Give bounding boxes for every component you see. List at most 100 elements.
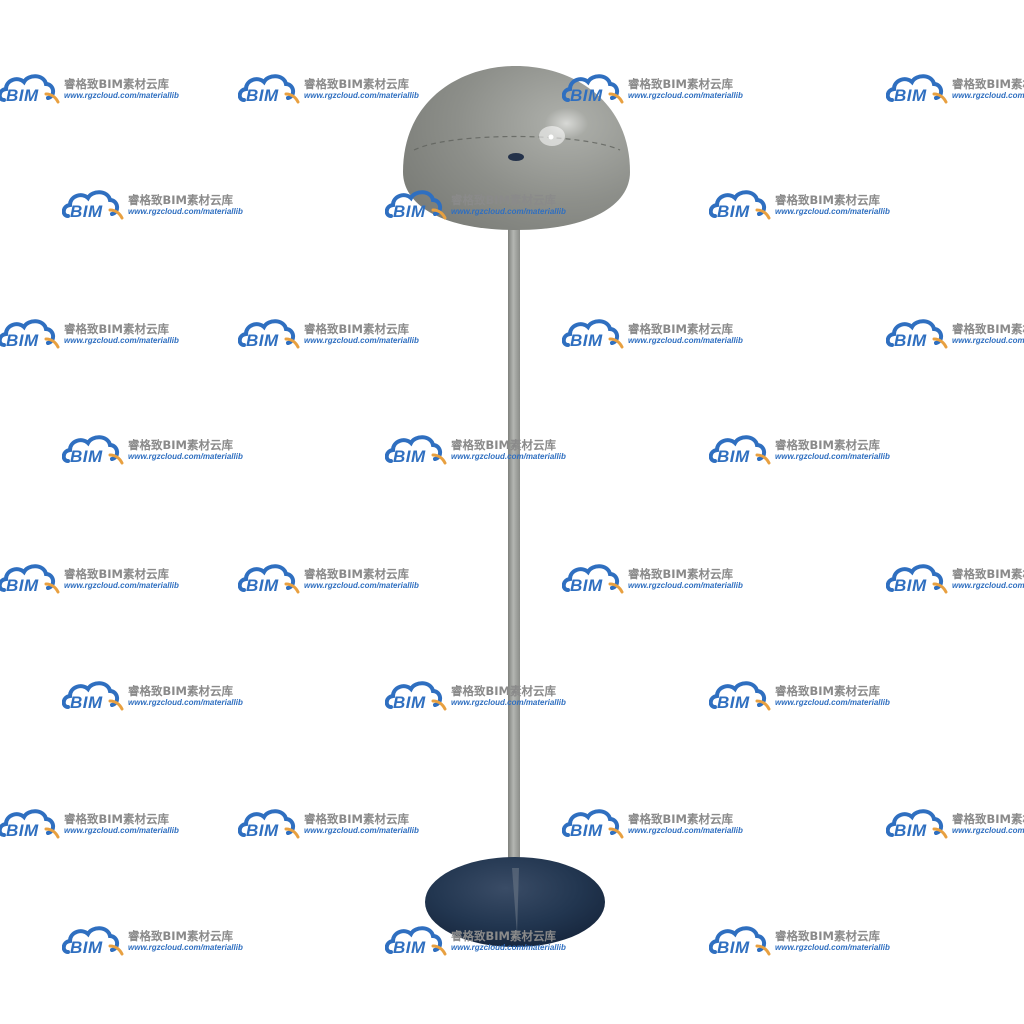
watermark: BIM 睿格致BIM素材云库 www.rgzcloud.com/material… xyxy=(562,70,752,110)
watermark: BIM 睿格致BIM素材云库 www.rgzcloud.com/material… xyxy=(62,186,252,226)
watermark-url: www.rgzcloud.com/materiallib xyxy=(952,581,1024,590)
watermark: BIM 睿格致BIM素材云库 www.rgzcloud.com/material… xyxy=(886,70,1024,110)
watermark-logo-text: BIM xyxy=(570,821,603,840)
cloud-logo-icon xyxy=(0,809,60,839)
watermark: BIM 睿格致BIM素材云库 www.rgzcloud.com/material… xyxy=(562,315,752,355)
watermark-logo-text: BIM xyxy=(6,86,39,105)
watermark: BIM 睿格致BIM素材云库 www.rgzcloud.com/material… xyxy=(709,922,899,962)
watermark-brand: 睿格致BIM素材云库 xyxy=(451,438,556,452)
cloud-logo-icon xyxy=(562,564,624,594)
watermark-brand: 睿格致BIM素材云库 xyxy=(64,77,169,91)
watermark-brand: 睿格致BIM素材云库 xyxy=(628,322,733,336)
watermark: BIM 睿格致BIM素材云库 www.rgzcloud.com/material… xyxy=(0,805,188,845)
watermark: BIM 睿格致BIM素材云库 www.rgzcloud.com/material… xyxy=(562,805,752,845)
lamp-pole xyxy=(508,160,520,872)
watermark-url: www.rgzcloud.com/materiallib xyxy=(304,91,419,100)
cloud-logo-icon xyxy=(238,74,300,104)
watermark-brand: 睿格致BIM素材云库 xyxy=(775,193,880,207)
watermark-brand: 睿格致BIM素材云库 xyxy=(952,77,1024,91)
watermark-logo-text: BIM xyxy=(246,821,279,840)
watermark-url: www.rgzcloud.com/materiallib xyxy=(304,826,419,835)
watermark: BIM 睿格致BIM素材云库 www.rgzcloud.com/material… xyxy=(238,70,428,110)
watermark: BIM 睿格致BIM素材云库 www.rgzcloud.com/material… xyxy=(709,186,899,226)
watermark: BIM 睿格致BIM素材云库 www.rgzcloud.com/material… xyxy=(886,805,1024,845)
watermark: BIM 睿格致BIM素材云库 www.rgzcloud.com/material… xyxy=(238,315,428,355)
cloud-logo-icon xyxy=(709,435,771,465)
watermark-url: www.rgzcloud.com/materiallib xyxy=(451,698,566,707)
watermark-url: www.rgzcloud.com/materiallib xyxy=(64,91,179,100)
cloud-logo-icon xyxy=(385,435,447,465)
watermark: BIM 睿格致BIM素材云库 www.rgzcloud.com/material… xyxy=(385,922,575,962)
watermark: BIM 睿格致BIM素材云库 www.rgzcloud.com/material… xyxy=(0,70,188,110)
watermark-url: www.rgzcloud.com/materiallib xyxy=(775,452,890,461)
cloud-logo-icon xyxy=(562,74,624,104)
watermark-brand: 睿格致BIM素材云库 xyxy=(304,322,409,336)
watermark-logo-text: BIM xyxy=(6,331,39,350)
watermark-logo-text: BIM xyxy=(6,821,39,840)
cloud-logo-icon xyxy=(0,319,60,349)
cloud-logo-icon xyxy=(238,564,300,594)
watermark-brand: 睿格致BIM素材云库 xyxy=(775,684,880,698)
watermark-url: www.rgzcloud.com/materiallib xyxy=(952,336,1024,345)
watermark-url: www.rgzcloud.com/materiallib xyxy=(775,943,890,952)
cloud-logo-icon xyxy=(562,809,624,839)
watermark-logo-text: BIM xyxy=(70,202,103,221)
cloud-logo-icon xyxy=(0,74,60,104)
watermark-logo-text: BIM xyxy=(570,331,603,350)
watermark-brand: 睿格致BIM素材云库 xyxy=(451,193,556,207)
watermark-logo-text: BIM xyxy=(717,447,750,466)
cloud-logo-icon xyxy=(886,319,948,349)
watermark-logo-text: BIM xyxy=(393,447,426,466)
watermark-url: www.rgzcloud.com/materiallib xyxy=(451,943,566,952)
watermark: BIM 睿格致BIM素材云库 www.rgzcloud.com/material… xyxy=(562,560,752,600)
watermark-brand: 睿格致BIM素材云库 xyxy=(952,812,1024,826)
watermark-brand: 睿格致BIM素材云库 xyxy=(304,812,409,826)
cloud-logo-icon xyxy=(238,809,300,839)
watermark-url: www.rgzcloud.com/materiallib xyxy=(628,581,743,590)
watermark-brand: 睿格致BIM素材云库 xyxy=(128,438,233,452)
watermark-url: www.rgzcloud.com/materiallib xyxy=(451,452,566,461)
watermark-logo-text: BIM xyxy=(6,576,39,595)
watermark: BIM 睿格致BIM素材云库 www.rgzcloud.com/material… xyxy=(709,677,899,717)
watermark-url: www.rgzcloud.com/materiallib xyxy=(128,452,243,461)
watermark: BIM 睿格致BIM素材云库 www.rgzcloud.com/material… xyxy=(62,431,252,471)
watermark-url: www.rgzcloud.com/materiallib xyxy=(628,336,743,345)
watermark-url: www.rgzcloud.com/materiallib xyxy=(952,826,1024,835)
watermark-brand: 睿格致BIM素材云库 xyxy=(128,929,233,943)
watermark-url: www.rgzcloud.com/materiallib xyxy=(128,943,243,952)
watermark-url: www.rgzcloud.com/materiallib xyxy=(628,91,743,100)
watermark-logo-text: BIM xyxy=(894,576,927,595)
cloud-logo-icon xyxy=(62,926,124,956)
lamp-shade xyxy=(403,66,630,230)
watermark: BIM 睿格致BIM素材云库 www.rgzcloud.com/material… xyxy=(238,805,428,845)
watermark-logo-text: BIM xyxy=(393,693,426,712)
watermark-url: www.rgzcloud.com/materiallib xyxy=(304,336,419,345)
watermark-brand: 睿格致BIM素材云库 xyxy=(952,567,1024,581)
cloud-logo-icon xyxy=(62,681,124,711)
watermark-brand: 睿格致BIM素材云库 xyxy=(128,193,233,207)
watermark-url: www.rgzcloud.com/materiallib xyxy=(952,91,1024,100)
watermark: BIM 睿格致BIM素材云库 www.rgzcloud.com/material… xyxy=(0,315,188,355)
watermark-brand: 睿格致BIM素材云库 xyxy=(775,929,880,943)
watermark-brand: 睿格致BIM素材云库 xyxy=(628,567,733,581)
watermark-brand: 睿格致BIM素材云库 xyxy=(628,812,733,826)
cloud-logo-icon xyxy=(709,681,771,711)
watermark-logo-text: BIM xyxy=(70,693,103,712)
watermark: BIM 睿格致BIM素材云库 www.rgzcloud.com/material… xyxy=(886,315,1024,355)
watermark-brand: 睿格致BIM素材云库 xyxy=(304,77,409,91)
watermark-brand: 睿格致BIM素材云库 xyxy=(628,77,733,91)
cloud-logo-icon xyxy=(238,319,300,349)
watermark-brand: 睿格致BIM素材云库 xyxy=(775,438,880,452)
watermark-logo-text: BIM xyxy=(894,821,927,840)
watermark-logo-text: BIM xyxy=(717,202,750,221)
watermark: BIM 睿格致BIM素材云库 www.rgzcloud.com/material… xyxy=(0,560,188,600)
watermark-brand: 睿格致BIM素材云库 xyxy=(64,322,169,336)
cloud-logo-icon xyxy=(709,190,771,220)
watermark-brand: 睿格致BIM素材云库 xyxy=(952,322,1024,336)
cloud-logo-icon xyxy=(62,190,124,220)
watermark: BIM 睿格致BIM素材云库 www.rgzcloud.com/material… xyxy=(238,560,428,600)
watermark-brand: 睿格致BIM素材云库 xyxy=(451,929,556,943)
watermark-logo-text: BIM xyxy=(70,447,103,466)
watermark-url: www.rgzcloud.com/materiallib xyxy=(775,698,890,707)
watermark-logo-text: BIM xyxy=(70,938,103,957)
